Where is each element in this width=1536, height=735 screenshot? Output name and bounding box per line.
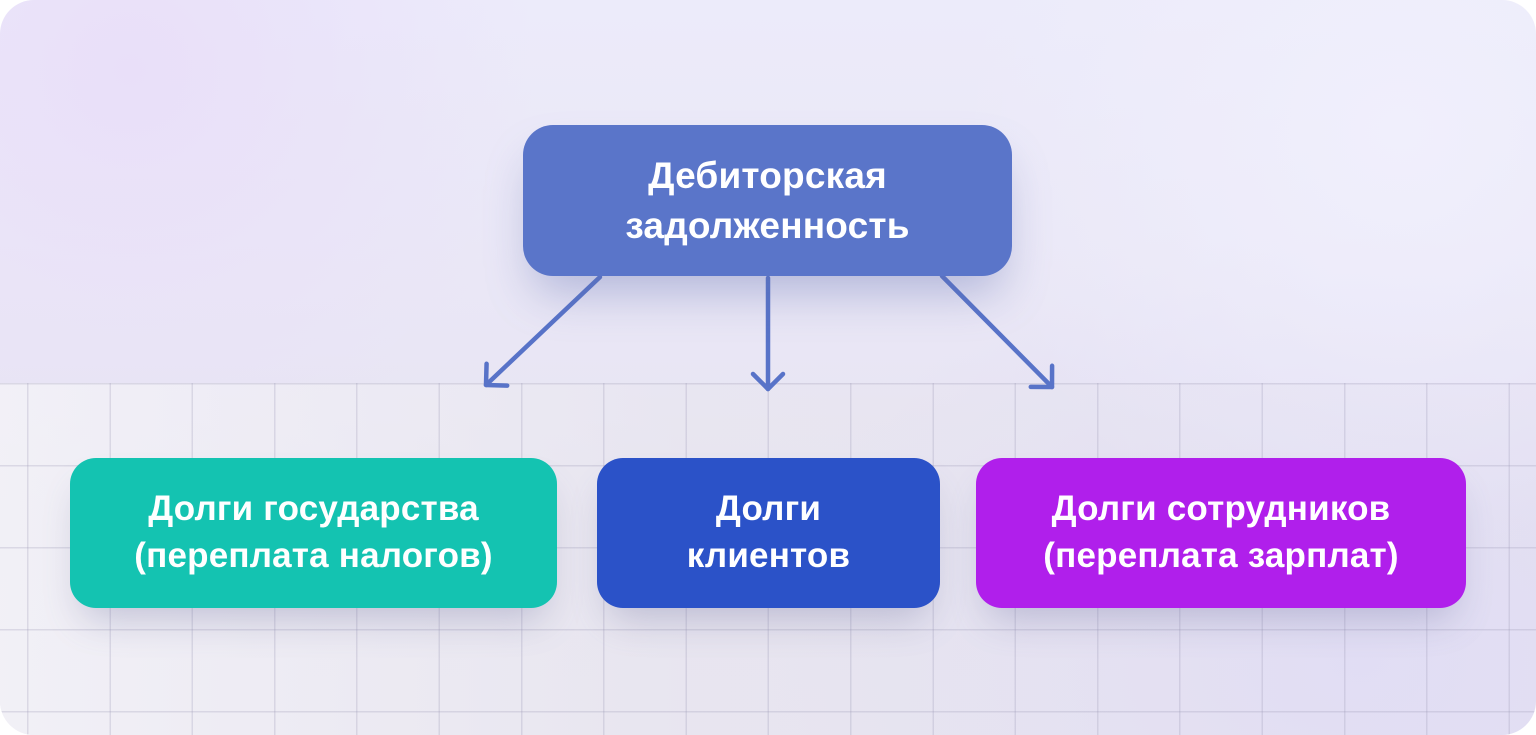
node-client-debts: Долги клиентов <box>597 458 940 608</box>
node-accounts-receivable: Дебиторская задолженность <box>523 125 1012 276</box>
node-accounts-receivable-label: Дебиторская задолженность <box>625 154 910 246</box>
arrow-to-left-node <box>483 274 603 388</box>
node-employee-debts-label: Долги сотрудников (переплата зарплат) <box>1043 489 1399 575</box>
node-state-debts-label: Долги государства (переплата налогов) <box>134 489 493 575</box>
node-client-debts-label: Долги клиентов <box>686 489 851 575</box>
node-state-debts: Долги государства (переплата налогов) <box>70 458 557 608</box>
arrow-to-right-node <box>939 273 1055 390</box>
node-employee-debts: Долги сотрудников (переплата зарплат) <box>976 458 1466 608</box>
